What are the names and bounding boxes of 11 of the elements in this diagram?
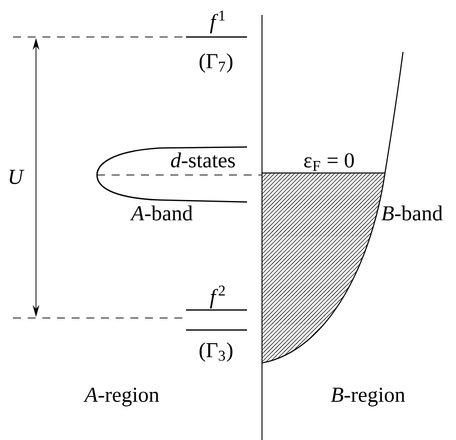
level-label: f$^{2}$	[210, 286, 225, 308]
level-label: (Γ$_{7}$)	[200, 53, 232, 73]
region-label: B-region	[330, 388, 406, 406]
fermi-level-label: ε$_{F}$ = 0	[304, 153, 354, 171]
band-label: A-band	[130, 206, 193, 220]
region-label: A-region	[83, 388, 160, 406]
level-label: f$^{1}$	[210, 10, 225, 34]
band-label: d-states	[171, 152, 235, 168]
band-label: B-band	[381, 206, 443, 220]
dimension-label: U	[10, 170, 24, 184]
level-label: (Γ$_{3}$)	[200, 342, 232, 362]
